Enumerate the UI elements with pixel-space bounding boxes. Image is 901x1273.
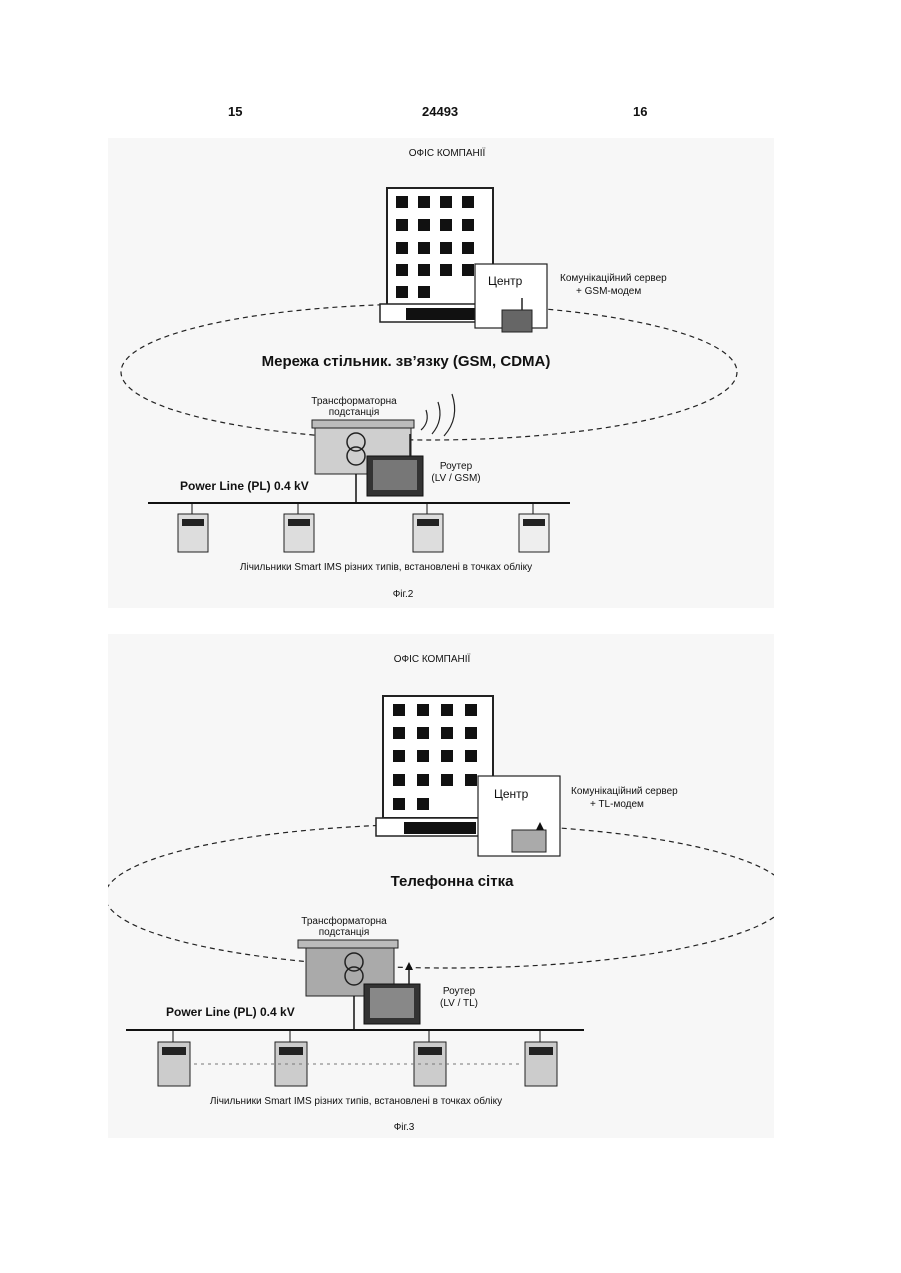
power-line-label: Power Line (PL) 0.4 kV [180, 479, 309, 493]
substation-roof [298, 940, 398, 948]
substation-label-line2: подстанція [329, 407, 380, 418]
router-label-line1: Роутер [443, 986, 476, 997]
network-title: Мережа стільник. зв’язку (GSM, CDMA) [262, 353, 551, 370]
radio-wave-icon [421, 410, 427, 430]
substation-label-line1: Трансформаторна [311, 395, 397, 407]
page-number-right: 16 [633, 104, 647, 119]
figure-3-diagram: ОФІС КОМПАНІЇ Центр Комунікаційний серве… [108, 634, 774, 1138]
network-title: Телефонна сітка [391, 873, 515, 890]
smart-meter [414, 1030, 446, 1086]
gsm-modem [502, 310, 532, 332]
router-label-line1: Роутер [440, 461, 473, 472]
office-label: ОФІС КОМПАНІЇ [409, 147, 486, 159]
document-number: 24493 [422, 104, 458, 119]
center-label: Центр [494, 787, 529, 801]
substation-roof [312, 420, 414, 428]
smart-meter [413, 503, 443, 552]
smart-meter [178, 503, 208, 552]
network-cloud [108, 824, 774, 968]
figure-2: ОФІС КОМПАНІЇ Центр Комунікаційний серве… [108, 138, 774, 608]
office-label: ОФІС КОМПАНІЇ [394, 653, 471, 665]
tl-modem [512, 830, 546, 852]
signal-arrow-icon [405, 962, 413, 970]
substation-label-line1: Трансформаторна [301, 915, 387, 927]
meters-caption: Лічильники Smart IMS різних типів, встан… [210, 1095, 502, 1107]
smart-meter [284, 503, 314, 552]
substation-label-line2: подстанція [319, 927, 370, 938]
figure-2-diagram: ОФІС КОМПАНІЇ Центр Комунікаційний серве… [108, 138, 774, 608]
figure-caption: Фіг.2 [393, 589, 414, 600]
center-label: Центр [488, 274, 523, 288]
router-label-line2: (LV / TL) [440, 998, 478, 1009]
smart-meter [275, 1030, 307, 1086]
server-label-line2: + GSM-модем [576, 286, 641, 297]
server-label-line2: + TL-модем [590, 799, 644, 810]
page-number-left: 15 [228, 104, 242, 119]
figure-3: ОФІС КОМПАНІЇ Центр Комунікаційний серве… [108, 634, 774, 1138]
smart-meter [519, 503, 549, 552]
router-label-line2: (LV / GSM) [431, 473, 480, 484]
power-line-label: Power Line (PL) 0.4 kV [166, 1005, 295, 1019]
smart-meter [158, 1030, 190, 1086]
server-label-line1: Комунікаційний сервер [571, 786, 678, 797]
figure-caption: Фіг.3 [394, 1122, 415, 1133]
network-cloud [121, 304, 737, 440]
server-label-line1: Комунікаційний сервер [560, 273, 667, 284]
meters-caption: Лічильники Smart IMS різних типів, встан… [240, 561, 532, 573]
smart-meter [525, 1030, 557, 1086]
